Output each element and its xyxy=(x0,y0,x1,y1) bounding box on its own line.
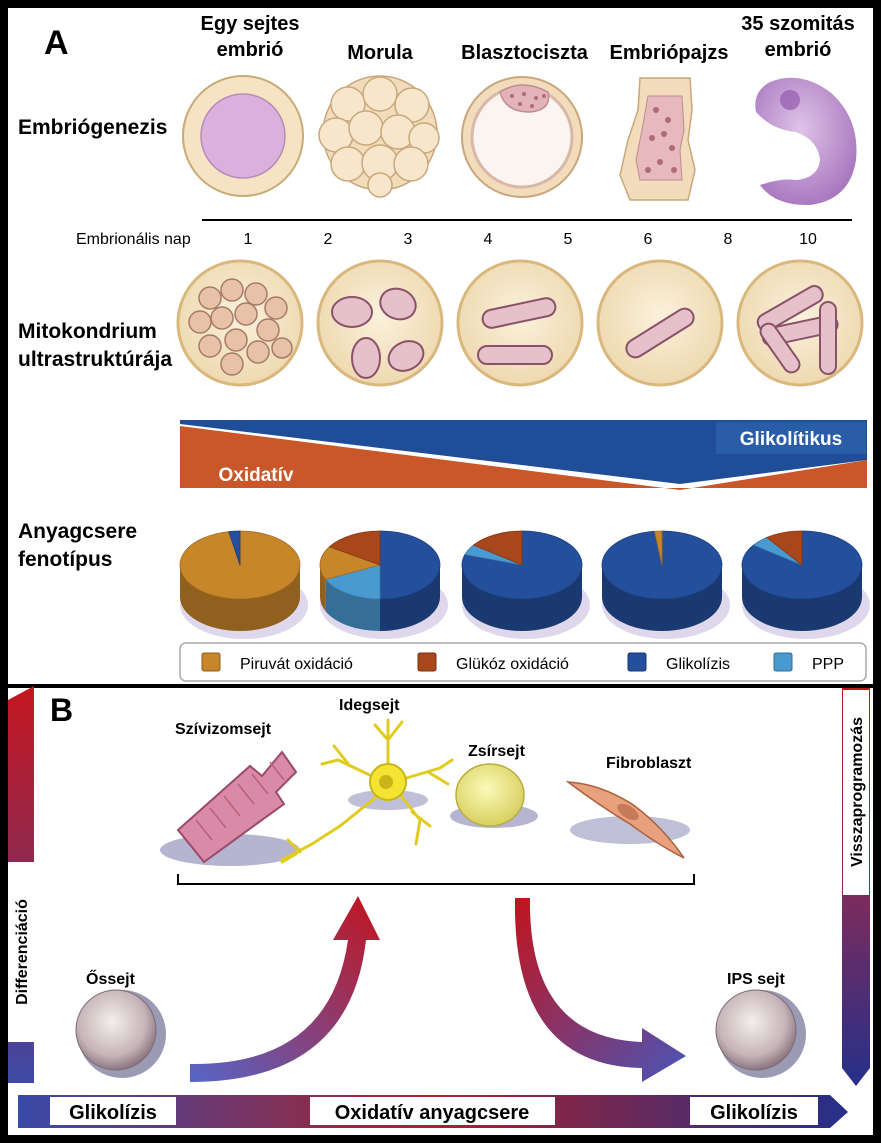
adipocyte-image xyxy=(450,763,538,828)
day-tick-6: 6 xyxy=(644,231,653,248)
ips-cell-label: IPS sejt xyxy=(727,971,785,988)
legend-swatch-2 xyxy=(417,652,437,672)
day-tick-3: 3 xyxy=(404,231,413,248)
bottom-label-glycolysis-2: Glikolízis xyxy=(710,1102,798,1124)
embryo-single-cell xyxy=(182,75,304,197)
cell-label-fibroblast: Fibroblaszt xyxy=(606,755,692,772)
embryo-morula xyxy=(318,75,440,198)
day-tick-4: 4 xyxy=(484,231,493,248)
glycolytic-label: Glikolítikus xyxy=(740,429,842,450)
oxidative-band xyxy=(180,426,867,490)
pie-wall-pyr xyxy=(320,565,326,612)
cell-label-adipocyte: Zsírsejt xyxy=(468,743,525,760)
differentiation-curve-arrow xyxy=(190,896,380,1082)
mito-1 xyxy=(176,259,304,387)
bottom-label-oxidative: Oxidatív anyagcsere xyxy=(335,1102,530,1124)
ips-cell-image xyxy=(715,989,806,1078)
fibroblast-image xyxy=(565,781,690,859)
pie-slice-glu xyxy=(328,530,381,566)
panel-a xyxy=(8,8,873,684)
mito-5 xyxy=(736,259,864,387)
stage-label-2: Morula xyxy=(347,42,413,64)
day-tick-8: 8 xyxy=(724,231,733,248)
metabolic-pies xyxy=(179,530,870,639)
panel-b xyxy=(8,688,873,1135)
panel-a-graphics: 1 2 3 4 5 6 8 10 xyxy=(176,75,870,682)
stem-cell-label: Őssejt xyxy=(86,971,135,988)
day-tick-2: 2 xyxy=(324,231,333,248)
stage-label-4: Embriópajzs xyxy=(609,42,729,64)
mito-2 xyxy=(316,259,444,387)
reprogramming-label: Visszaprogramozás xyxy=(849,717,866,867)
cell-label-cardiomyocyte: Szívizomsejt xyxy=(175,721,272,738)
mito-3 xyxy=(456,259,584,387)
pie-4 xyxy=(601,530,730,639)
pie-wall-gly xyxy=(462,565,582,631)
reprogramming-curve-arrow xyxy=(514,898,686,1082)
panel-a-label: A xyxy=(44,24,69,62)
legend-label-3: Glikolízis xyxy=(666,656,730,673)
pie-slice-gly xyxy=(461,530,583,600)
stage-label-1: Egy sejtes embrió xyxy=(200,13,300,61)
row-label-metabolic: Anyagcsere fenotípus xyxy=(18,520,138,571)
cell-label-neuron: Idegsejt xyxy=(339,697,400,714)
pie-wall-gly xyxy=(602,565,722,631)
bottom-label-3-box xyxy=(690,1097,818,1125)
bottom-label-2-box xyxy=(310,1097,555,1125)
pie-slice-glu xyxy=(765,530,803,566)
pie-slice-gly xyxy=(379,530,441,600)
pie-slice-gly xyxy=(741,530,863,600)
pie-slice-pyr xyxy=(319,546,382,580)
embryo-disc xyxy=(619,77,696,201)
stem-cell-image xyxy=(75,989,166,1078)
legend-box xyxy=(179,642,867,682)
legend-swatch-1 xyxy=(201,652,221,672)
pie-slice-ppp xyxy=(325,564,381,600)
cardiomyocyte-image xyxy=(160,750,300,866)
pie-2 xyxy=(319,530,448,639)
neuron-image xyxy=(280,718,454,864)
pie-slice-pyr xyxy=(653,530,663,566)
mito-4 xyxy=(596,259,724,387)
timeline-days: 1 2 3 4 5 6 8 10 xyxy=(244,231,817,248)
legend-label-1: Piruvát oxidáció xyxy=(240,656,353,673)
axis-label-day: Embrionális nap xyxy=(76,231,191,248)
legend: Piruvát oxidáció Glükóz oxidáció Glikolízi… xyxy=(201,652,844,673)
day-tick-5: 5 xyxy=(564,231,573,248)
row-label-mito: Mitokondrium ultrastruktúrája xyxy=(18,320,173,371)
pie-wall-pyr xyxy=(180,565,300,631)
embryo-blastocyst xyxy=(461,76,583,198)
day-tick-1: 1 xyxy=(244,231,253,248)
embryo-35-somite xyxy=(755,77,857,206)
differentiation-label-box xyxy=(8,862,34,1042)
pie-3 xyxy=(461,530,590,639)
pie-wall-gly xyxy=(742,565,862,631)
legend-label-4: PPP xyxy=(812,656,844,673)
stage-label-3: Blasztociszta xyxy=(461,42,588,64)
glycolytic-label-box xyxy=(716,422,866,454)
pie-slice-gly xyxy=(228,530,241,566)
panel-b-label: B xyxy=(50,692,74,728)
bottom-label-1-box xyxy=(50,1097,176,1125)
pie-1 xyxy=(179,530,308,639)
day-tick-10: 10 xyxy=(799,231,817,248)
legend-swatch-3 xyxy=(627,652,647,672)
pie-wall-ppp xyxy=(325,579,380,631)
row-label-embryogenesis: Embriógenezis xyxy=(18,116,168,139)
glycolytic-band xyxy=(180,420,867,484)
reprogramming-label-box xyxy=(843,690,869,895)
pie-slice-glu xyxy=(472,530,523,566)
oxidative-label-box xyxy=(182,460,330,488)
stage-label-5: 35 szomitás embrió xyxy=(741,13,855,61)
pie-5 xyxy=(741,530,870,639)
legend-swatch-4 xyxy=(773,652,793,672)
bottom-label-glycolysis-1: Glikolízis xyxy=(69,1102,157,1124)
cell-types-bracket xyxy=(177,874,695,885)
legend-label-2: Glükóz oxidáció xyxy=(456,656,569,673)
oxidative-label: Oxidatív xyxy=(219,465,294,486)
differentiation-label: Differenciáció xyxy=(14,899,31,1005)
pie-wall-gly xyxy=(380,565,440,631)
